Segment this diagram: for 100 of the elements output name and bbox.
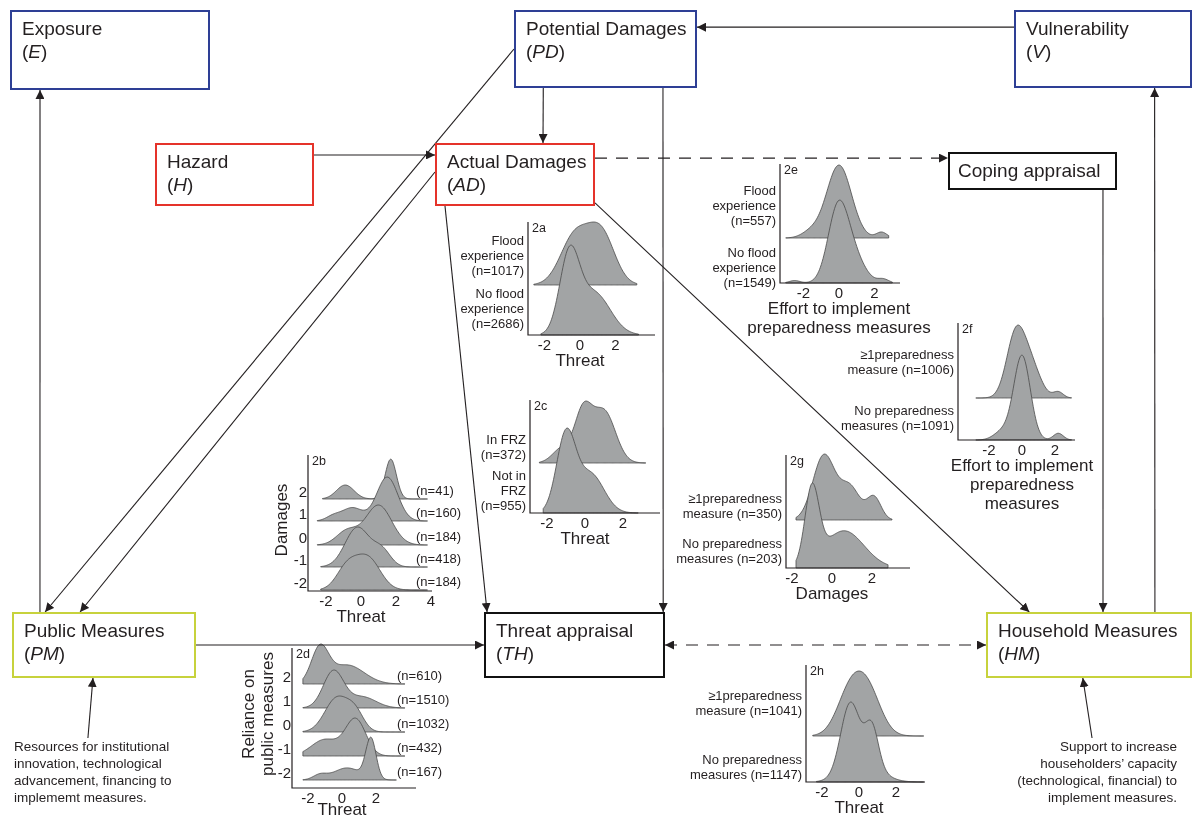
variable-symbol: (V) xyxy=(1026,40,1052,63)
panel-letter: 2c xyxy=(534,399,548,414)
variable-symbol: (TH) xyxy=(496,642,534,665)
sample-size-label: (n=1032) xyxy=(397,715,450,731)
annotation-text: Support to increase householders’ capacity (technological, financial) to implement measures. xyxy=(1000,738,1177,818)
group-label: ≥1preparedness measure (n=350) xyxy=(681,491,782,521)
tick-label: 1 xyxy=(281,691,291,709)
group-label: Not in FRZ (n=955) xyxy=(479,467,526,513)
factor-name: Household Measures xyxy=(998,619,1178,642)
group-label: Flood experience (n=1017) xyxy=(459,232,524,278)
variable-symbol: (HM) xyxy=(998,642,1041,665)
group-label: No flood experience (n=2686) xyxy=(459,285,524,331)
panel-letter: 2h xyxy=(810,664,824,679)
group-label: ≥1preparedness measure (n=1006) xyxy=(846,347,954,377)
tick-label: -1 xyxy=(292,550,307,568)
variable-symbol: (AD) xyxy=(447,173,487,196)
factor-name: Actual Damages xyxy=(447,150,587,173)
group-label: ≥1preparedness measure (n=1041) xyxy=(694,688,802,718)
factor-name: Vulnerability xyxy=(1026,17,1129,40)
arrow xyxy=(696,22,1015,32)
tick-label: 0 xyxy=(297,528,307,546)
axis-title: Damages xyxy=(271,482,291,559)
sample-size-label: (n=418) xyxy=(416,550,462,566)
arrow xyxy=(658,87,668,613)
tick-label: -2 xyxy=(292,573,307,591)
variable-symbol: (H) xyxy=(167,173,194,196)
arrow xyxy=(444,205,491,613)
axis-title: Threat xyxy=(559,529,611,548)
axis-title: Damages xyxy=(794,584,870,603)
tick-label: -2 xyxy=(539,514,555,531)
panel-letter: 2g xyxy=(790,454,804,469)
tick-label: -2 xyxy=(300,789,316,806)
sample-size-label: (n=432) xyxy=(397,739,443,755)
measure-box xyxy=(986,612,1192,678)
tick-label: 0 xyxy=(833,284,845,301)
group-label: No flood experience (n=1549) xyxy=(711,244,776,290)
tick-label: 2 xyxy=(890,783,902,800)
measure-box xyxy=(12,612,196,678)
arrow xyxy=(79,171,436,613)
appraisal-box xyxy=(948,152,1117,190)
group-label: In FRZ (n=372) xyxy=(479,432,526,462)
annotation-text: Resources for institutional innovation, technological advancement, financing to implememt measures. xyxy=(14,738,190,818)
sample-size-label: (n=160) xyxy=(416,504,462,520)
variable-symbol: (E) xyxy=(22,40,48,63)
group-label: Flood experience (n=557) xyxy=(711,182,776,228)
arrow xyxy=(44,48,515,613)
sample-size-label: (n=41) xyxy=(416,482,454,498)
tick-label: -2 xyxy=(981,441,997,458)
arrow xyxy=(1079,677,1093,739)
panel-letter: 2d xyxy=(296,647,310,662)
factor-name: Potential Damages xyxy=(526,17,687,40)
tick-label: 4 xyxy=(425,592,437,609)
arrow xyxy=(313,150,436,160)
factor-box xyxy=(10,10,210,90)
sample-size-label: (n=1510) xyxy=(397,691,450,707)
dashed-arrow xyxy=(594,153,949,163)
tick-label: 0 xyxy=(281,715,291,733)
tick-label: 2 xyxy=(370,789,382,806)
arrow xyxy=(195,640,485,650)
factor-box xyxy=(435,143,595,206)
axis-title: Reliance on public measures xyxy=(239,651,277,778)
axis-title: Effort to implement preparedness measures xyxy=(746,299,932,337)
factor-name: Coping appraisal xyxy=(958,159,1101,182)
tick-label: 2 xyxy=(617,514,629,531)
tick-label: 0 xyxy=(579,514,591,531)
tick-label: 2 xyxy=(281,667,291,685)
variable-symbol: (PM) xyxy=(24,642,66,665)
tick-label: 2 xyxy=(866,569,878,586)
tick-label: -2 xyxy=(784,569,800,586)
arrow xyxy=(1098,189,1108,613)
axis-title: Threat xyxy=(554,351,606,370)
axis-title: Threat xyxy=(833,798,885,817)
arrow xyxy=(87,677,97,739)
sample-size-label: (n=184) xyxy=(416,573,462,589)
panel-letter: 2a xyxy=(532,221,546,236)
axis-title: Effort to implement preparedness measures xyxy=(949,456,1095,513)
panel-letter: 2b xyxy=(312,454,326,469)
tick-label: 2 xyxy=(390,592,402,609)
arrow xyxy=(35,89,45,613)
dashed-arrow xyxy=(664,640,987,650)
factor-name: Exposure xyxy=(22,17,103,40)
tick-label: 0 xyxy=(355,592,367,609)
sample-size-label: (n=184) xyxy=(416,528,462,544)
arrow xyxy=(1150,87,1160,613)
axis-title: Threat xyxy=(335,607,387,626)
tick-label: -2 xyxy=(276,763,291,781)
tick-label: 2 xyxy=(869,284,880,301)
panel-letter: 2e xyxy=(784,163,798,178)
tick-label: 2 xyxy=(297,482,307,500)
factor-box xyxy=(155,143,314,206)
factor-name: Threat appraisal xyxy=(496,619,634,642)
group-label: No preparedness measures (n=1147) xyxy=(688,752,802,782)
tick-label: 0 xyxy=(826,569,838,586)
arrow xyxy=(538,87,548,144)
sample-size-label: (n=167) xyxy=(397,763,443,779)
tick-label: 1 xyxy=(297,504,307,522)
panel-letter: 2f xyxy=(962,322,973,337)
variable-symbol: (PD) xyxy=(526,40,566,63)
tick-label: 2 xyxy=(1049,441,1061,458)
factor-box xyxy=(1014,10,1192,88)
